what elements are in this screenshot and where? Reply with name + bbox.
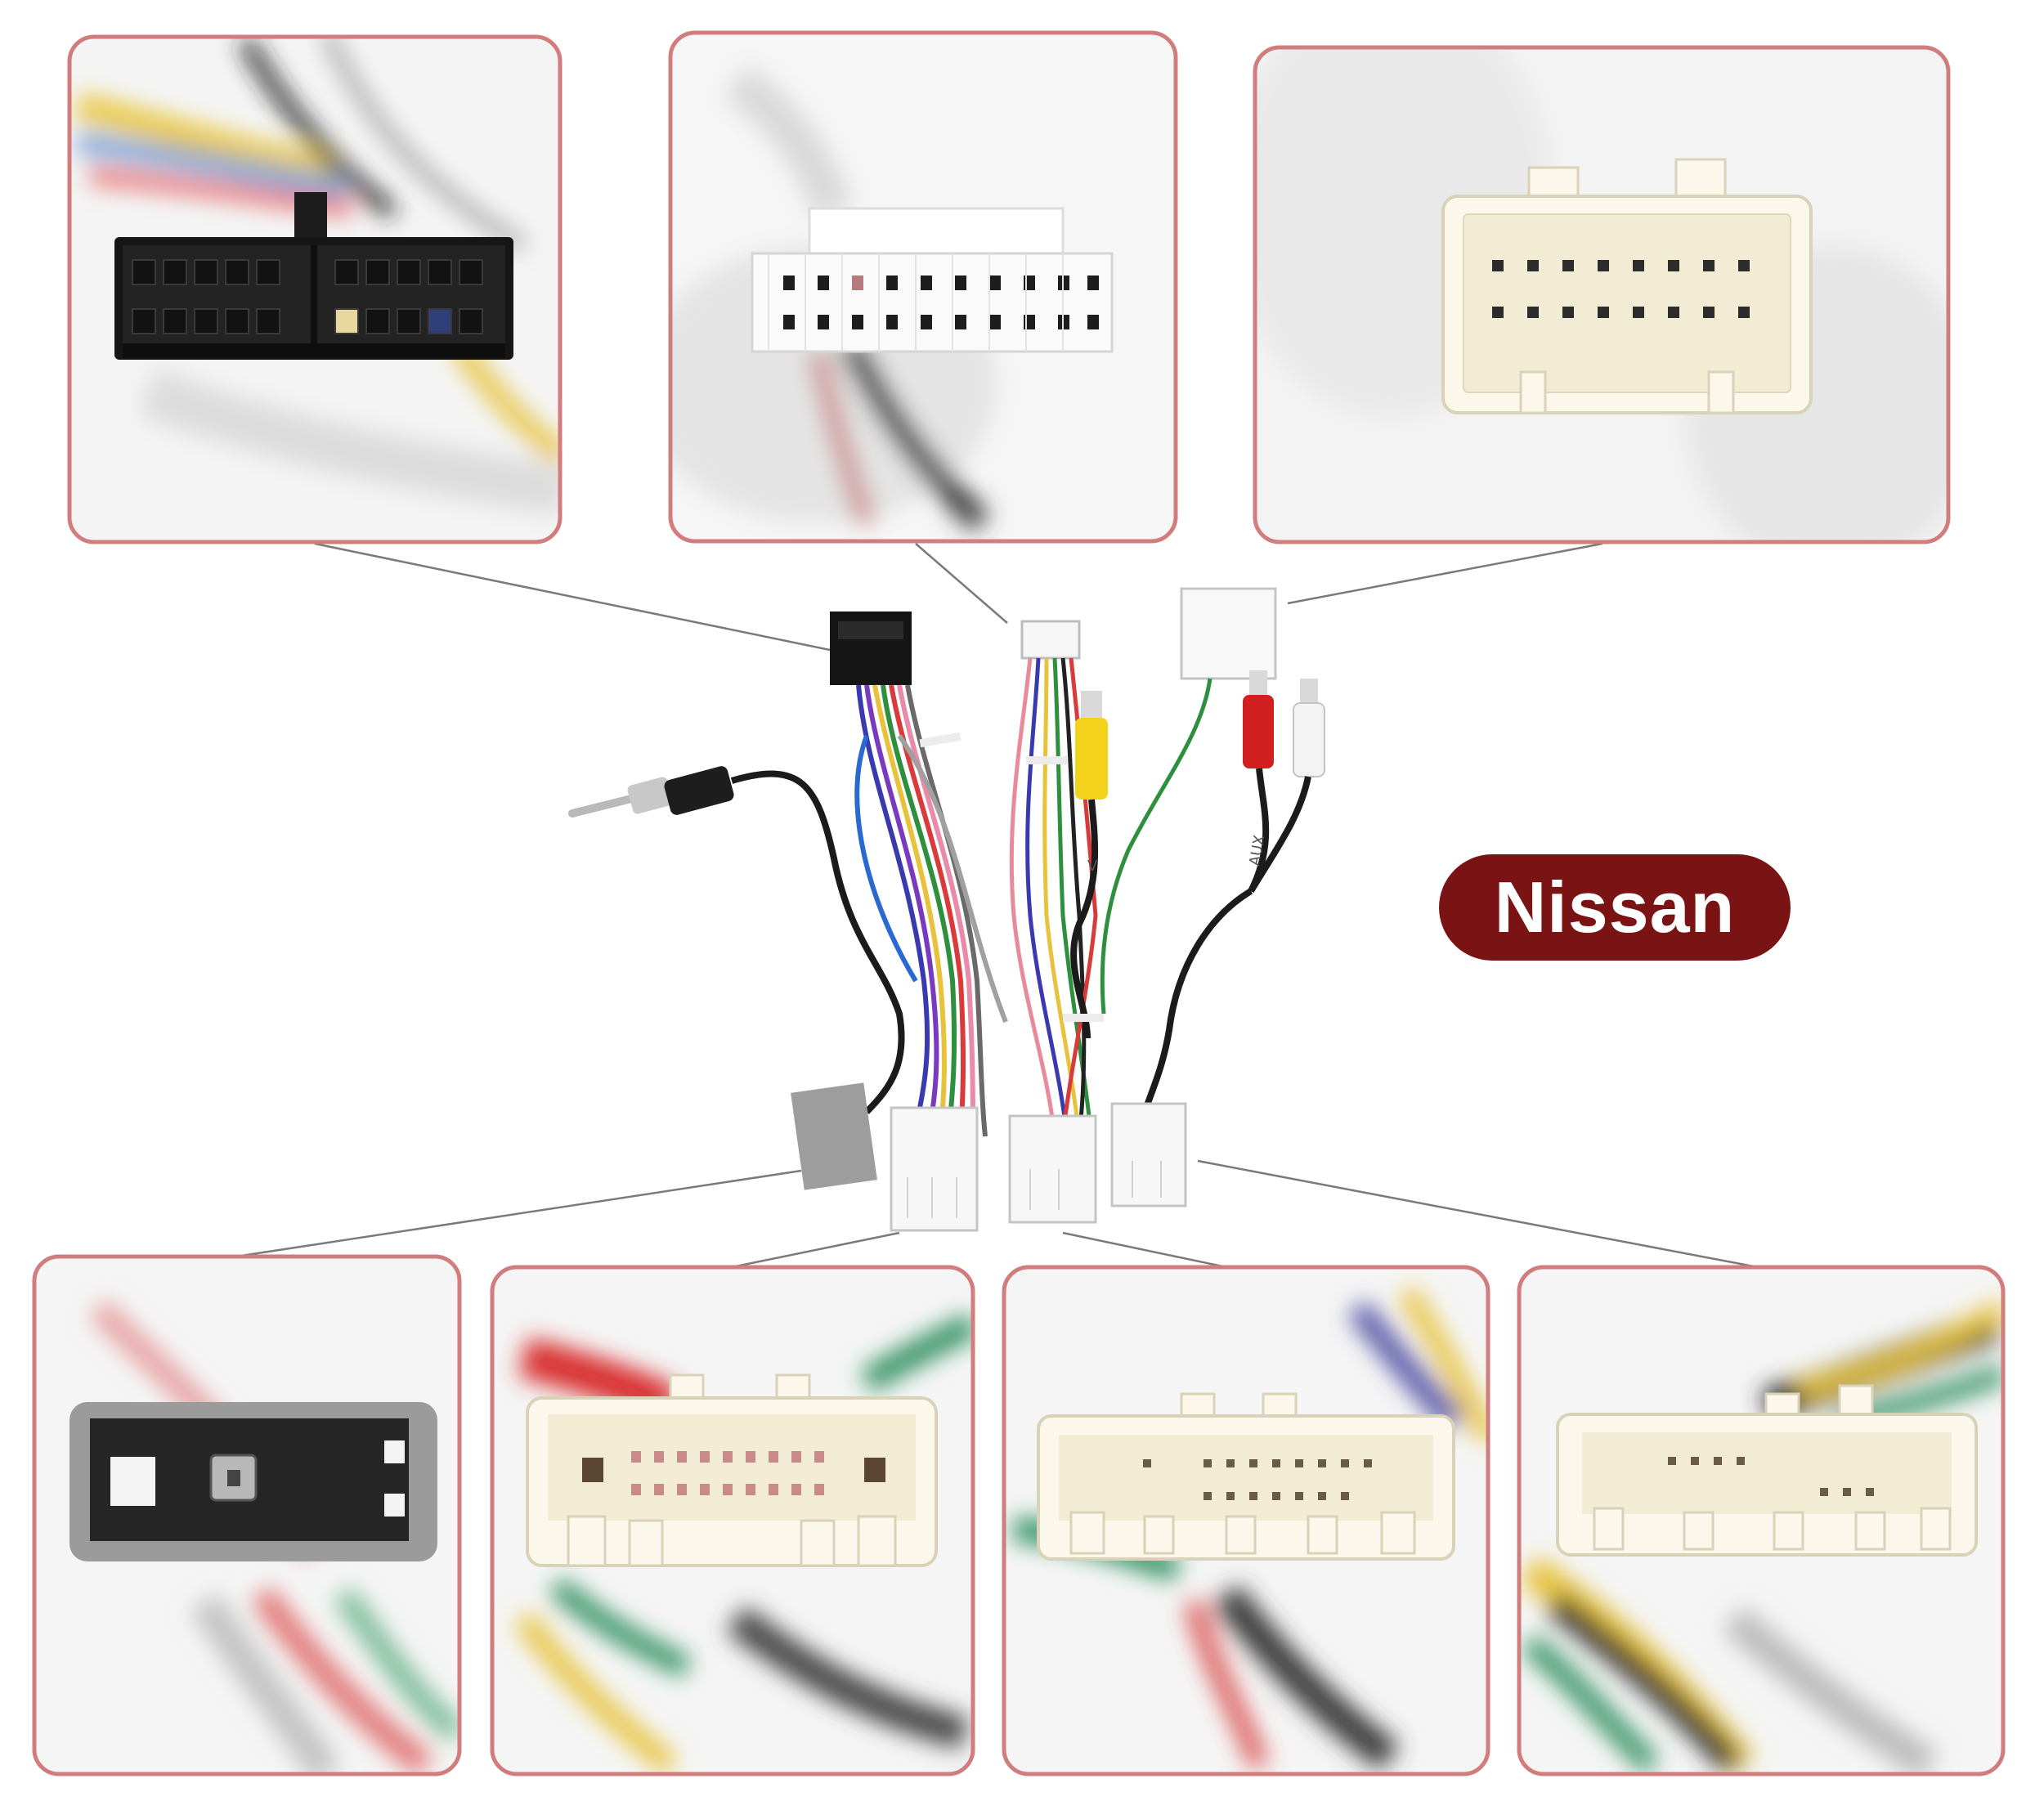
panel-cream-connector-top bbox=[1253, 45, 1951, 544]
panel-cream-connector-1 bbox=[490, 1265, 975, 1776]
brand-badge: Nissan bbox=[1439, 854, 1791, 961]
panel-white-connector-top bbox=[668, 30, 1178, 544]
panel-cream-connector-3 bbox=[1517, 1265, 2006, 1776]
panel-grey-connector bbox=[32, 1254, 462, 1776]
wiring-harness: V AUX bbox=[568, 587, 1325, 1232]
panel-black-connector bbox=[67, 34, 563, 544]
bottom-plugs bbox=[791, 1082, 1187, 1232]
leader-lines bbox=[230, 542, 1759, 1269]
panel-cream-connector-2 bbox=[1002, 1265, 1490, 1776]
video-tag-label: V bbox=[1087, 858, 1098, 875]
